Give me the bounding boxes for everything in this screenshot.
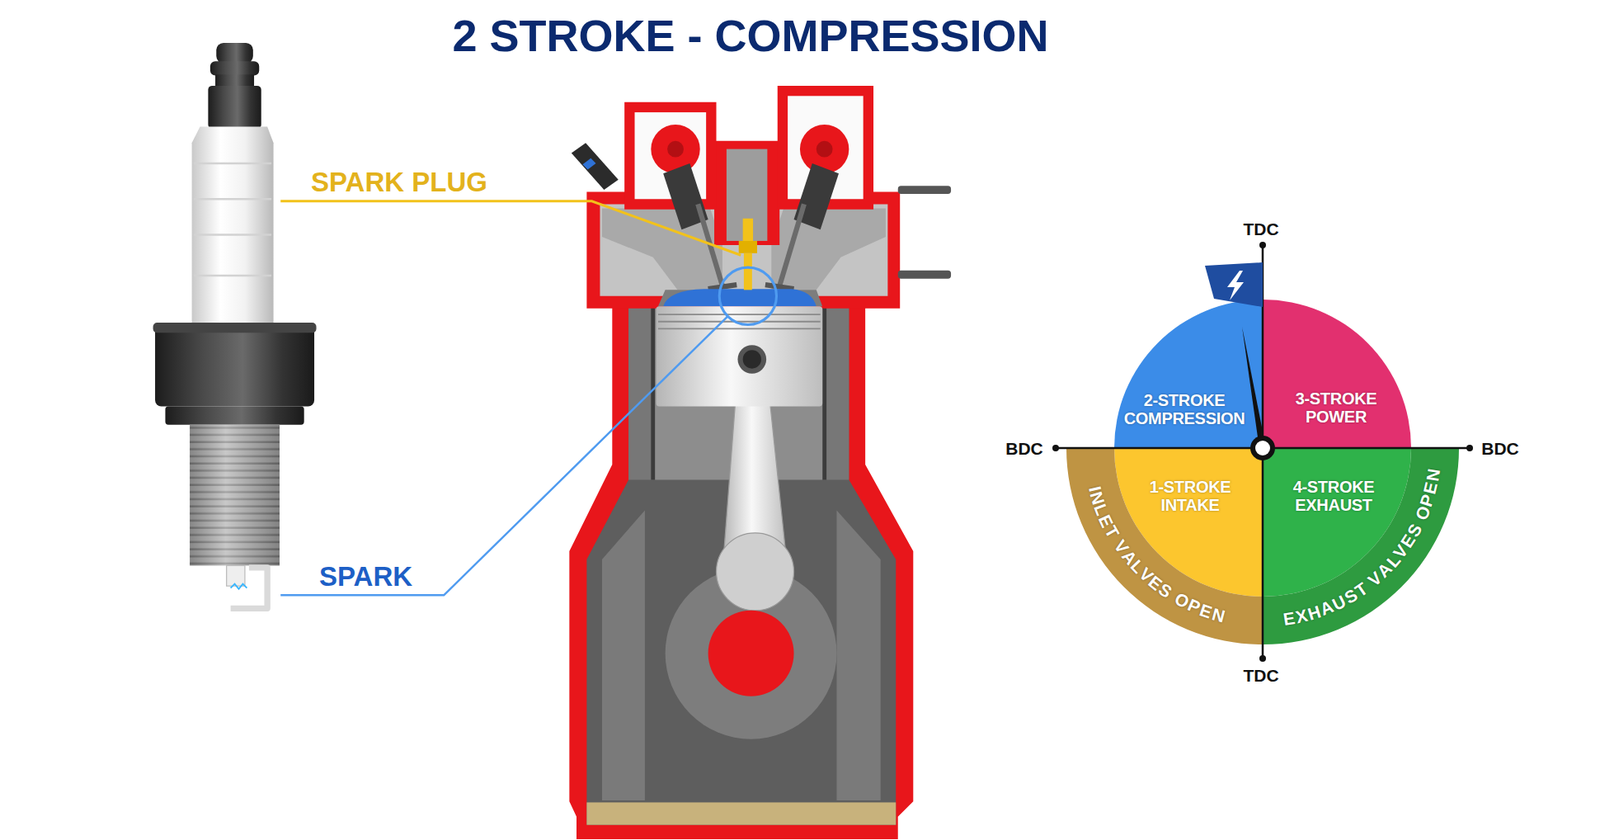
engine-cutaway xyxy=(571,142,619,190)
spark-plug-illustration xyxy=(192,126,274,329)
engine-cutaway xyxy=(743,218,753,244)
spark-plug-illustration xyxy=(230,583,248,589)
valve-band-fill xyxy=(1066,447,1263,645)
position-label: TDC xyxy=(1242,220,1279,238)
engine-cutaway xyxy=(628,305,655,480)
dial-axis xyxy=(1259,654,1266,662)
engine-cutaway xyxy=(667,141,684,158)
stroke-label: 1-STROKE INTAKE xyxy=(1148,477,1233,515)
leader-line xyxy=(280,201,741,256)
spark-plug-illustration xyxy=(226,564,245,586)
leader-line xyxy=(719,267,777,325)
spark-plug-illustration xyxy=(210,61,259,76)
stroke-quadrant-fill xyxy=(1262,447,1412,597)
spark-plug-illustration xyxy=(189,424,280,566)
engine-cutaway xyxy=(714,141,780,245)
valve-timing-label: EXHAUST VALVES OPEN xyxy=(1279,464,1445,629)
engine-cutaway xyxy=(586,305,896,824)
dial-axis xyxy=(1466,444,1473,452)
dial-axis xyxy=(1259,241,1266,249)
stroke-quadrant-fill xyxy=(1262,299,1412,448)
engine-cutaway xyxy=(837,510,881,800)
engine-cutaway xyxy=(822,305,849,480)
diagram-title: 2 STROKE - COMPRESSION xyxy=(451,13,1049,58)
engine-cutaway xyxy=(656,305,824,406)
engine-cutaway xyxy=(765,284,795,289)
engine-cutaway xyxy=(743,253,753,291)
stroke-quadrant: 2-STROKE COMPRESSION xyxy=(1114,299,1263,448)
dial-needle xyxy=(1255,440,1271,456)
engine-cutaway xyxy=(602,510,645,800)
valve-band: EXHAUST VALVES OPEN xyxy=(1262,447,1459,645)
valve-band-fill xyxy=(1262,447,1459,645)
ignition-badge xyxy=(1227,270,1244,301)
position-label: TDC xyxy=(1242,666,1279,684)
engine-cutaway xyxy=(822,305,827,480)
engine-cutaway xyxy=(816,141,833,158)
ignition-badge xyxy=(1204,262,1263,307)
position-label: BDC xyxy=(1481,439,1520,457)
dial-axis xyxy=(1052,444,1059,452)
engine-cutaway xyxy=(779,203,805,286)
engine-cutaway xyxy=(586,801,896,824)
part-label: SPARK xyxy=(319,562,413,590)
dial-needle xyxy=(1242,326,1266,449)
spark-plug-illustration xyxy=(155,324,315,406)
engine-cutaway xyxy=(737,344,767,374)
stroke-quadrant-fill xyxy=(1114,299,1263,448)
engine-illustration xyxy=(153,42,951,839)
valve-timing-label: INLET VALVES OPEN xyxy=(1086,479,1229,626)
stroke-quadrant-fill xyxy=(1114,447,1263,597)
part-label: SPARK PLUG xyxy=(310,168,488,196)
engine-cutaway xyxy=(650,124,700,174)
engine-cutaway xyxy=(658,314,821,329)
spark-plug-illustration xyxy=(164,405,304,424)
engine-cutaway xyxy=(800,124,849,174)
engine-cutaway xyxy=(716,532,795,611)
leader-line xyxy=(280,316,728,596)
spark-plug-illustration xyxy=(216,42,254,64)
ignition-badge xyxy=(1204,262,1263,307)
spark-plug-illustration xyxy=(193,163,272,276)
engine-cutaway xyxy=(898,185,951,194)
spark-plug-illustration xyxy=(189,424,280,566)
stroke-label: 3-STROKE POWER xyxy=(1294,389,1379,427)
engine-cutaway xyxy=(743,349,762,368)
spark-plug-illustration xyxy=(207,85,261,129)
stroke-label: 4-STROKE EXHAUST xyxy=(1292,477,1376,515)
position-label: BDC xyxy=(1005,439,1044,457)
stroke-label: 2-STROKE COMPRESSION xyxy=(1123,390,1247,429)
spark-plug-illustration xyxy=(215,74,255,87)
engine-cutaway xyxy=(569,85,951,839)
dial-needle xyxy=(1250,435,1276,461)
spark-plug-illustration xyxy=(153,322,317,333)
engine-cutaway xyxy=(898,270,951,279)
engine-cutaway xyxy=(569,305,913,839)
engine-cutaway xyxy=(708,610,795,697)
stroke-quadrant: 3-STROKE POWER xyxy=(1262,299,1412,448)
engine-cutaway xyxy=(738,240,758,254)
leader-line xyxy=(280,201,777,596)
engine-cutaway xyxy=(582,158,596,170)
dial-needle xyxy=(1242,326,1276,461)
engine-cutaway xyxy=(650,305,655,480)
dial-axis xyxy=(1052,241,1473,662)
spark-plug-illustration xyxy=(153,42,317,608)
engine-cutaway xyxy=(663,288,817,306)
spark-plug-illustration xyxy=(230,567,269,608)
